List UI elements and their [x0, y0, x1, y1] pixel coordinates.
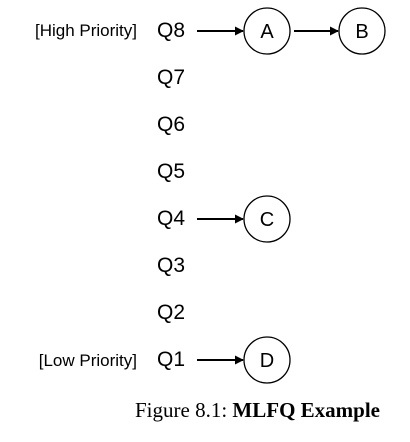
figure-caption: Figure 8.1: MLFQ Example: [0, 396, 380, 424]
queue-label: Q8: [157, 19, 186, 42]
job-circle: [243, 7, 291, 55]
queue-label: Q5: [157, 160, 186, 183]
queue-label: Q2: [157, 301, 186, 324]
queue-label: Q1: [157, 348, 186, 371]
job-circle: [243, 336, 291, 384]
queue-label: Q3: [157, 254, 186, 277]
job-node: B: [338, 7, 386, 55]
job-node: C: [243, 195, 291, 243]
job-label: D: [260, 350, 274, 372]
job-circle: [243, 195, 291, 243]
queue-label: Q7: [157, 66, 186, 89]
job-links: A B C D: [197, 7, 386, 384]
queue-label: Q4: [157, 207, 186, 230]
low-priority-label: [Low Priority]: [38, 351, 137, 370]
caption-title: MLFQ Example: [232, 398, 380, 422]
mlfq-diagram: [High Priority] [Low Priority] Q8 Q7 Q6 …: [34, 7, 386, 384]
job-circle: [338, 7, 386, 55]
queue-label: Q6: [157, 113, 186, 136]
job-node: D: [243, 336, 291, 384]
job-node: A: [243, 7, 291, 55]
job-label: B: [355, 21, 368, 43]
job-label: C: [260, 209, 274, 231]
job-label: A: [260, 21, 274, 43]
high-priority-label: [High Priority]: [34, 21, 137, 40]
caption-prefix: Figure 8.1:: [135, 398, 233, 422]
